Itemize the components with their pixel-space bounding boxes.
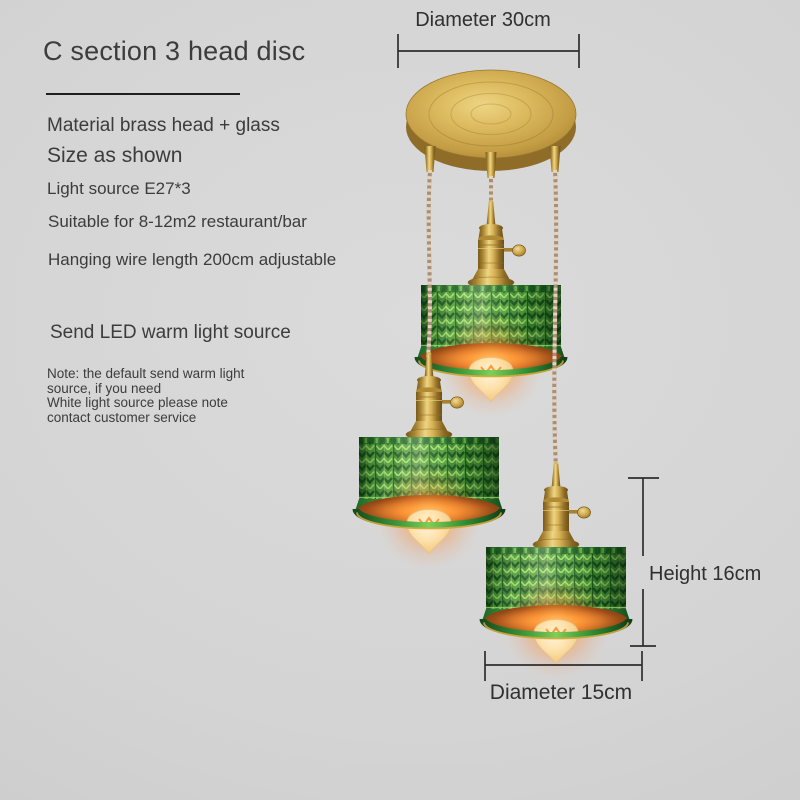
hanging-cord-left: [426, 169, 432, 358]
note-line: Note: the default send warm light: [47, 366, 245, 381]
spec-suitable-area: Suitable for 8-12m2 restaurant/bar: [48, 212, 307, 231]
title-underline: [46, 93, 240, 95]
note-line: source, if you need: [47, 380, 162, 396]
spec-light-source: Light source E27*3: [47, 179, 191, 198]
dimension-height: [628, 477, 659, 647]
dimension-top-diameter: [397, 34, 580, 68]
label-top-diameter: Diameter 30cm: [415, 9, 551, 31]
note-line: contact customer service: [47, 409, 197, 425]
spec-wire-length: Hanging wire length 200cm adjustable: [48, 250, 337, 269]
dimension-bottom-diameter: [484, 651, 643, 681]
label-bottom-diameter: Diameter 15cm: [490, 681, 632, 704]
spec-note: Note: the default send warm light source…: [47, 366, 245, 425]
spec-bonus-led: Send LED warm light source: [50, 322, 291, 343]
pendant-head-right: [482, 462, 630, 679]
product-title: C section 3 head disc: [43, 36, 306, 66]
spec-material: Material brass head + glass: [47, 115, 280, 136]
spec-size: Size as shown: [47, 144, 183, 167]
cord-grips: [424, 146, 561, 178]
label-height: Height 16cm: [649, 563, 761, 585]
hanging-cord-right: [552, 169, 559, 469]
note-line: White light source please note: [47, 395, 228, 411]
